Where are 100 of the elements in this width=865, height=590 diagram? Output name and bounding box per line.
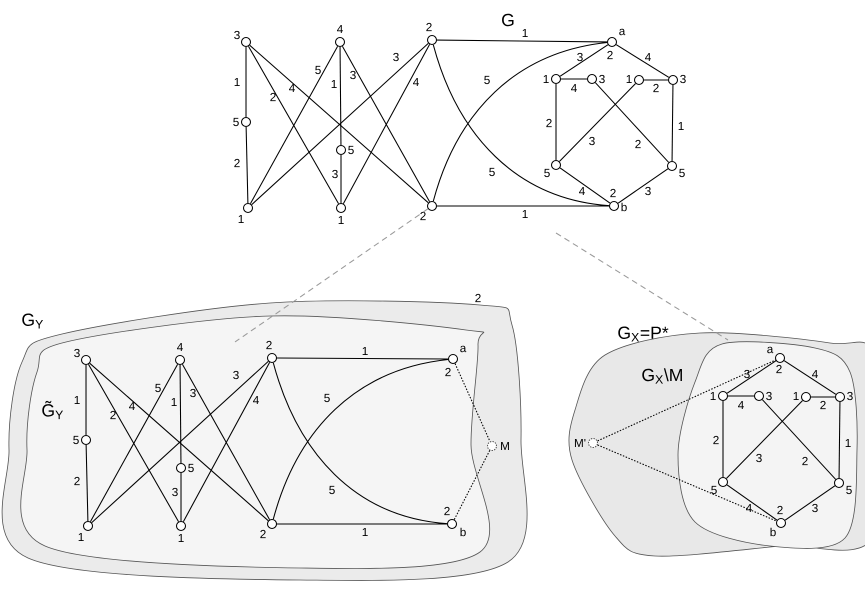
- edge-label: 2: [234, 158, 240, 168]
- vertex-label: 5: [679, 168, 685, 178]
- edge-label: 2: [653, 84, 659, 92]
- guide-line: [556, 232, 728, 340]
- vertex-label: 2: [260, 530, 266, 538]
- vertex-label: a: [619, 28, 626, 36]
- edge-label: 1: [332, 80, 337, 88]
- node-label: G$_{X}$: [642, 368, 664, 384]
- vertex-label: 1: [338, 216, 344, 224]
- vertex-label: 5: [73, 436, 79, 444]
- edge-label: 4: [746, 504, 752, 512]
- vertex-label: 2: [444, 506, 450, 516]
- graph-edge: [811, 396, 835, 398]
- edge-label: 1: [846, 438, 851, 448]
- vertex-label: 5: [348, 146, 354, 154]
- graph-edge: [784, 360, 836, 395]
- graph-edge: [595, 82, 669, 163]
- edge-label: 3: [744, 370, 750, 378]
- edge-label: 1: [362, 346, 368, 356]
- vertex-label: b: [460, 528, 466, 536]
- vertex-label: 2: [777, 506, 783, 514]
- vertex-label: 5: [233, 118, 239, 126]
- graph-edge: [180, 473, 182, 521]
- graph-edge: [722, 401, 724, 477]
- vertex-label: a: [767, 346, 774, 354]
- graph-edge: [437, 205, 609, 207]
- edge-label: 4: [289, 84, 295, 92]
- vertex-label: a: [460, 346, 466, 352]
- edge-label: 1: [234, 78, 240, 86]
- edge-label: 1: [362, 528, 368, 536]
- vertex-label: b: [622, 202, 627, 212]
- edge-label: 5: [489, 168, 495, 176]
- graph-edge: [340, 155, 342, 203]
- graph-edge: [838, 402, 840, 478]
- vertex-label: M: [501, 442, 509, 450]
- graph-edge: [560, 44, 608, 77]
- vertex-label: 1: [238, 214, 244, 224]
- graph-edge: [340, 47, 342, 145]
- graph-edge: [246, 127, 248, 203]
- number-label: 2: [475, 294, 481, 302]
- edge-label: 3: [393, 52, 399, 62]
- vertex-label: 1: [626, 74, 632, 84]
- edge-label: 2: [635, 140, 641, 148]
- graph-edge: [644, 79, 668, 81]
- graph-edge: [728, 395, 754, 397]
- graph-edge: [726, 360, 776, 394]
- edge-label: 4: [253, 396, 259, 404]
- edge-label: 5: [155, 384, 161, 392]
- vertex-label: M': [574, 438, 586, 448]
- vertex-label: 1: [710, 392, 716, 400]
- graph-edge: [726, 484, 778, 521]
- edge-label: 3: [756, 454, 762, 462]
- graph-edge: [597, 360, 776, 442]
- vertex-label: 4: [337, 24, 343, 34]
- edge-label: 4: [571, 84, 577, 92]
- vertex-label: 2: [426, 22, 432, 32]
- vertex-label: 2: [776, 364, 782, 374]
- vertex-label: 3: [234, 30, 240, 40]
- graph-edge: [245, 47, 247, 117]
- vertex-label: 3: [766, 392, 772, 400]
- vertex-label: 4: [177, 342, 183, 352]
- edge-label: 3: [172, 488, 178, 496]
- graph-edge: [559, 83, 636, 162]
- graph-label: G: [502, 14, 514, 26]
- graph-edge: [672, 85, 674, 161]
- vertex-label: 2: [266, 340, 272, 350]
- vertex-label: 5: [188, 464, 194, 472]
- vertex-label: 3: [599, 74, 605, 84]
- edge-label: 1: [522, 210, 528, 218]
- graph-edge: [277, 358, 448, 360]
- vertex-label: 1: [544, 74, 549, 84]
- vertex-label: 2: [445, 368, 451, 376]
- graph-edge: [454, 363, 490, 442]
- edge-label: 2: [270, 92, 276, 102]
- vertex-label: 3: [680, 74, 686, 84]
- vertex-label: 1: [178, 534, 184, 542]
- graph-edge: [597, 444, 777, 522]
- edge-label: 2: [820, 400, 826, 410]
- vertex-label: 2: [607, 50, 613, 60]
- vertex-label: 3: [847, 392, 853, 400]
- vertex-label: 1: [78, 532, 84, 542]
- graph-edge: [618, 168, 668, 204]
- guide-line: [234, 208, 428, 342]
- edge-label: 4: [413, 78, 419, 86]
- edge-label: 1: [678, 122, 684, 130]
- edge-label: 4: [645, 52, 651, 62]
- edge-label: 4: [579, 186, 585, 196]
- edge-label: 5: [324, 394, 330, 402]
- edge-label: 1: [522, 28, 528, 38]
- edge-label: 4: [812, 370, 818, 378]
- vertex-label: 5: [544, 168, 550, 178]
- edge-label: 5: [329, 486, 335, 494]
- graph-edge: [561, 78, 587, 80]
- graph-edge: [437, 40, 607, 42]
- edge-label: 3: [332, 170, 338, 178]
- edge-label: 5: [484, 76, 490, 84]
- edge-label: 3: [350, 70, 356, 80]
- edge-label: 1: [172, 398, 177, 406]
- vertex-label: 3: [74, 348, 80, 358]
- graph-edge: [616, 44, 670, 78]
